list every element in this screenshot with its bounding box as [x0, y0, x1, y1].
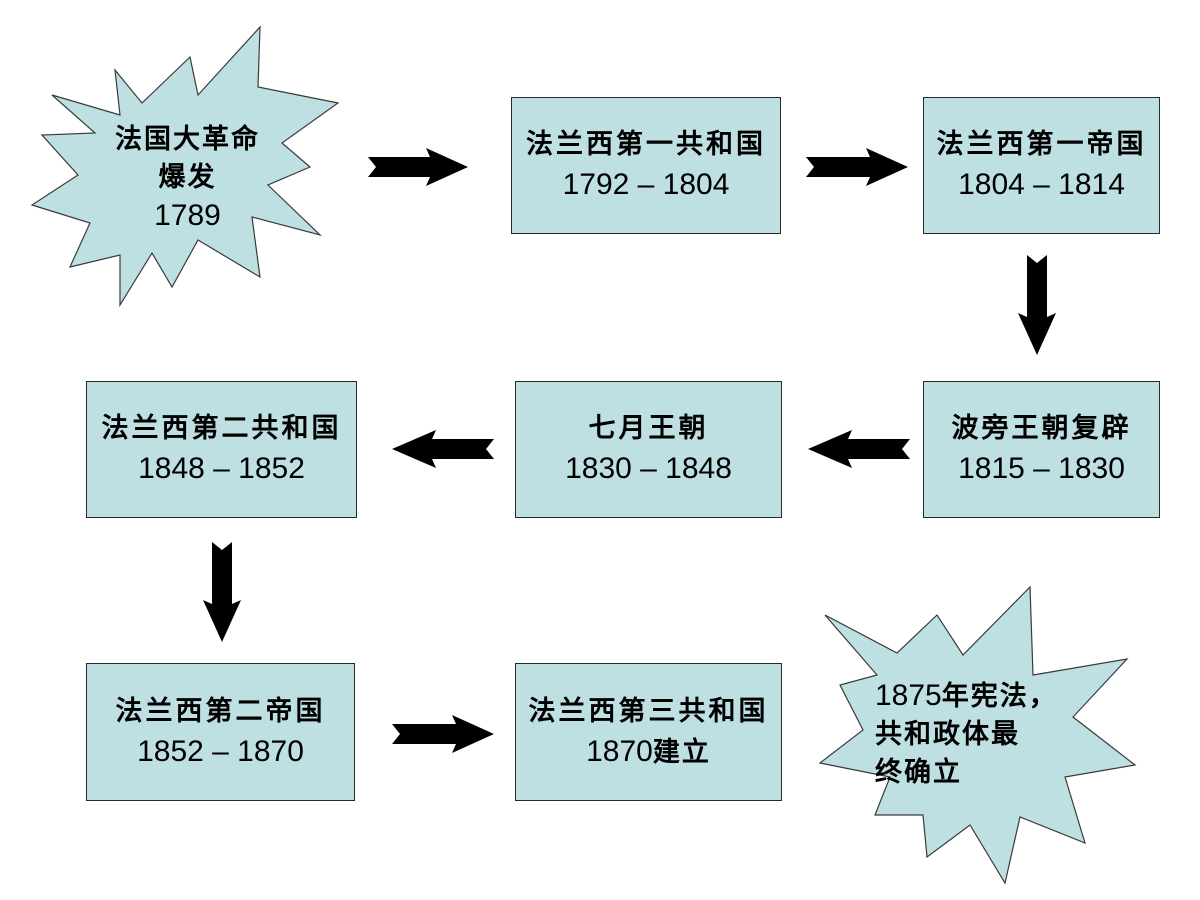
- node-title: 法兰西第二共和国: [101, 413, 342, 444]
- arrow-right-3: [392, 715, 494, 753]
- arrow-left-2: [392, 430, 494, 468]
- node-bourbon-restoration: 波旁王朝复辟 1815 – 1830: [923, 381, 1160, 518]
- start-event-line2: 爆发: [158, 161, 217, 193]
- revolution-burst: 法国大革命 爆发 1789: [20, 25, 350, 310]
- end-event-line2: 共和政体最: [875, 718, 1020, 750]
- arrow-down-1: [1018, 255, 1056, 355]
- node-title: 法兰西第二帝国: [115, 695, 326, 727]
- node-july-monarchy: 七月王朝 1830 – 1848: [515, 381, 782, 518]
- node-third-republic: 法兰西第三共和国 1870建立: [515, 663, 782, 801]
- end-event-line3: 终确立: [875, 756, 962, 788]
- start-event-year: 1789: [154, 198, 221, 232]
- starburst-shape-start: [30, 25, 340, 308]
- start-event-line1: 法国大革命: [115, 123, 260, 155]
- node-years: 1870建立: [586, 734, 711, 768]
- arrow-right-2: [806, 148, 908, 186]
- node-title: 法兰西第一帝国: [936, 129, 1147, 160]
- node-title: 法兰西第一共和国: [526, 129, 766, 160]
- node-years: 1815 – 1830: [958, 452, 1125, 485]
- node-title: 波旁王朝复辟: [951, 413, 1132, 444]
- node-title: 法兰西第三共和国: [528, 695, 769, 727]
- node-years: 1830 – 1848: [565, 452, 732, 485]
- end-event-line1: 1875年宪法，: [875, 678, 1058, 712]
- node-years: 1848 – 1852: [138, 452, 305, 485]
- node-years: 1792 – 1804: [562, 168, 730, 201]
- node-second-republic: 法兰西第二共和国 1848 – 1852: [86, 381, 357, 518]
- node-first-republic: 法兰西第一共和国 1792 – 1804: [511, 97, 781, 234]
- arrow-down-2: [203, 542, 241, 642]
- node-title: 七月王朝: [588, 413, 709, 444]
- node-years: 1804 – 1814: [958, 168, 1125, 201]
- arrow-left-1: [808, 430, 910, 468]
- starburst-shape-end: [818, 585, 1137, 885]
- node-first-empire: 法兰西第一帝国 1804 – 1814: [923, 97, 1160, 234]
- node-years: 1852 – 1870: [137, 734, 304, 768]
- constitution-burst: 1875年宪法， 共和政体最 终确立: [815, 585, 1140, 885]
- arrow-right-1: [368, 148, 468, 186]
- node-second-empire: 法兰西第二帝国 1852 – 1870: [86, 663, 355, 801]
